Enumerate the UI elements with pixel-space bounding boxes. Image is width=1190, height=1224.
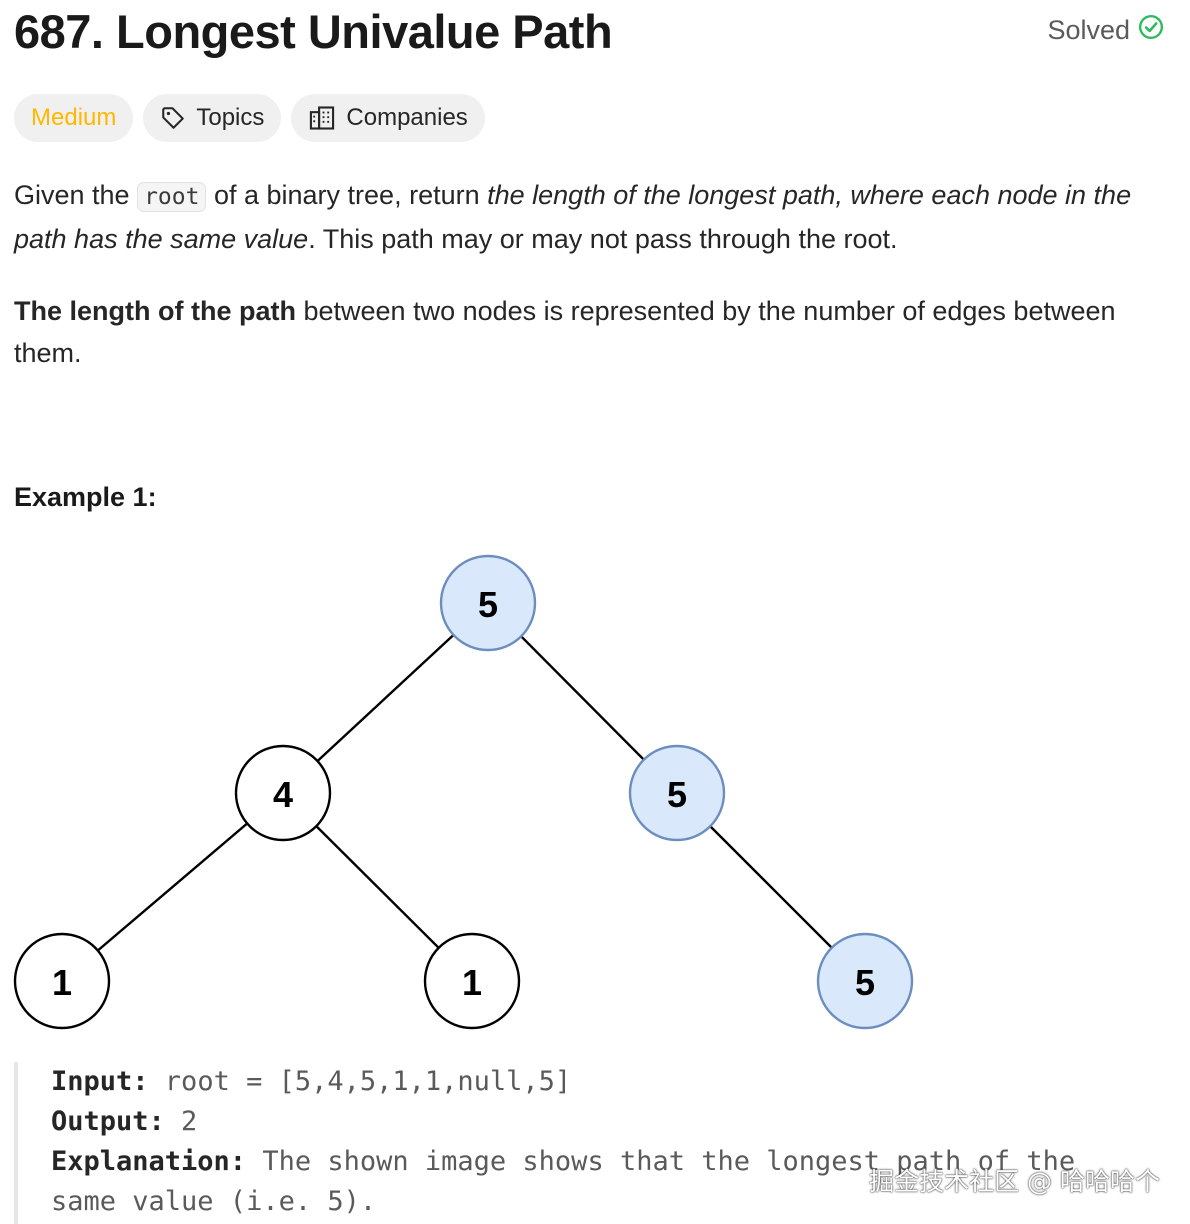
example-explanation-line-2: same value (i.e. 5). bbox=[51, 1182, 1174, 1222]
example-input-line: Input: root = [5,4,5,1,1,null,5] bbox=[51, 1062, 1174, 1102]
input-value: root = [5,4,5,1,1,null,5] bbox=[148, 1066, 572, 1097]
example-heading: Example 1: bbox=[14, 482, 157, 512]
check-circle-icon bbox=[1138, 14, 1164, 47]
tree-node-value: 5 bbox=[855, 962, 875, 1003]
tree-node-value: 4 bbox=[273, 774, 293, 815]
tree-node: 5 bbox=[816, 932, 914, 1030]
difficulty-tag[interactable]: Medium bbox=[14, 94, 134, 142]
explanation-label: Explanation: bbox=[51, 1146, 247, 1177]
tree-edge bbox=[61, 792, 284, 982]
description-text: Given the bbox=[14, 180, 138, 210]
description-text: between two nodes is represented by the … bbox=[14, 296, 1116, 368]
tag-bar: Medium Topics Companies bbox=[14, 94, 485, 142]
tree-node: 5 bbox=[628, 744, 726, 842]
tree-node: 1 bbox=[423, 932, 521, 1030]
tree-node-value: 5 bbox=[478, 584, 498, 625]
example-output-line: Output: 2 bbox=[51, 1102, 1174, 1142]
tag-icon bbox=[160, 105, 186, 131]
tree-node-value: 1 bbox=[52, 962, 72, 1003]
tree-node: 4 bbox=[234, 744, 332, 842]
tree-node: 1 bbox=[13, 932, 111, 1030]
solved-status: Solved bbox=[1047, 12, 1164, 48]
description-emphasis: the length of the longest path, where ea… bbox=[14, 180, 1132, 254]
example-tree-diagram: 5 4 5 1 1 5 bbox=[13, 554, 914, 1030]
explanation-value: The shown image shows that the longest p… bbox=[246, 1146, 1076, 1177]
solved-label: Solved bbox=[1047, 14, 1130, 45]
example-io-block: Input: root = [5,4,5,1,1,null,5] Output:… bbox=[14, 1062, 1174, 1224]
companies-tag[interactable]: Companies bbox=[291, 94, 485, 142]
difficulty-label: Medium bbox=[31, 104, 117, 131]
description-text: . This path may or may not pass through … bbox=[308, 224, 898, 254]
description-bold: The length of the path bbox=[14, 296, 296, 326]
input-label: Input: bbox=[51, 1066, 149, 1097]
companies-label: Companies bbox=[346, 104, 468, 131]
watermark: 掘金技术社区 @ 哈哈哈个 bbox=[869, 1167, 1160, 1196]
tree-node-value: 1 bbox=[462, 962, 482, 1003]
output-label: Output: bbox=[51, 1106, 165, 1137]
topics-label: Topics bbox=[196, 104, 265, 131]
description-paragraph-2: The length of the path between two nodes… bbox=[14, 290, 1164, 374]
problem-title: 687. Longest Univalue Path bbox=[14, 5, 613, 58]
inline-code-root: root bbox=[137, 182, 207, 212]
description-text: of a binary tree, return bbox=[206, 180, 488, 210]
building-icon bbox=[308, 104, 336, 132]
example-explanation-line: Explanation: The shown image shows that … bbox=[51, 1142, 1174, 1182]
topics-tag[interactable]: Topics bbox=[143, 94, 282, 142]
output-value: 2 bbox=[164, 1106, 198, 1137]
description-paragraph-1: Given the root of a binary tree, return … bbox=[14, 174, 1164, 260]
tree-node-value: 5 bbox=[667, 774, 687, 815]
explanation-value-continued: same value (i.e. 5). bbox=[51, 1186, 377, 1217]
tree-node: 5 bbox=[439, 554, 537, 652]
title-row: 687. Longest Univalue Path Solved bbox=[14, 0, 1164, 64]
